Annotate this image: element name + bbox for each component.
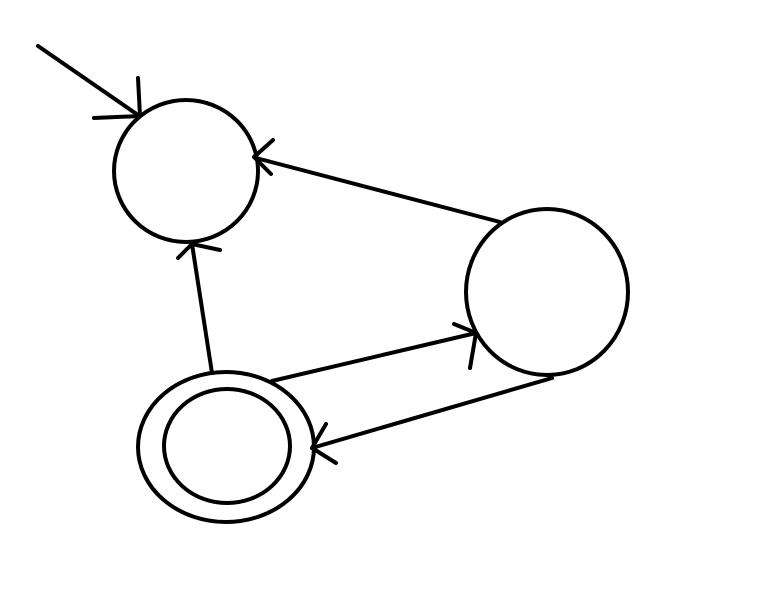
state-top-left <box>112 98 260 244</box>
transition-line <box>254 156 502 224</box>
initial-arrow-line <box>36 44 140 117</box>
transition-right-to-bottom-left <box>310 376 554 465</box>
arrow-head <box>252 138 275 176</box>
transition-bottom-left-to-top-left <box>176 242 222 375</box>
state-bottom-left-accepting <box>136 370 316 524</box>
arrow-head <box>452 322 478 370</box>
transition-line <box>310 376 554 450</box>
state-right <box>464 207 630 377</box>
transition-line <box>190 242 214 375</box>
arrow-head <box>176 242 222 260</box>
arrow-head <box>310 422 338 465</box>
transition-right-to-top-left <box>252 138 502 224</box>
initial-arrow <box>36 44 142 120</box>
transition-line <box>270 331 478 383</box>
transition-bottom-left-to-right <box>270 322 478 383</box>
state-bottom-left-inner-ring <box>162 387 292 505</box>
